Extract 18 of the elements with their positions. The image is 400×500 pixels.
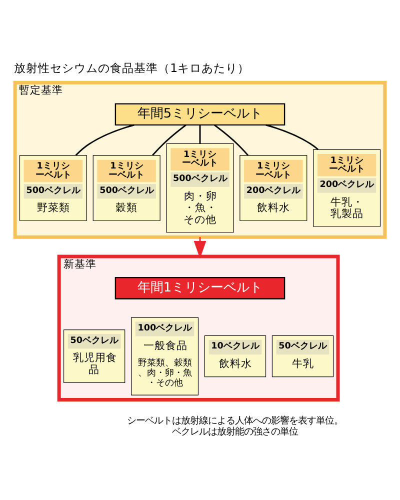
- node-box: 1ミリシーベルト 500ベクレル 穀類: [92, 155, 160, 221]
- connector: [266, 124, 319, 150]
- node-box: 1ミリシーベルト 500ベクレル 野菜類: [19, 155, 87, 221]
- node-box: 50ベクレル 牛乳: [272, 335, 334, 378]
- node-box: 年間1ミリシーベルト: [114, 277, 286, 300]
- node-box: 1ミリシーベルト 500ベクレル 肉・卵・魚・その他: [166, 143, 234, 233]
- connector: [75, 124, 134, 156]
- node-box: 1ミリシーベルト 200ベクレル 飲料水: [240, 155, 308, 221]
- node-box: 100ベクレル 一般食品 野菜類、穀類、肉・卵・魚・その他: [131, 317, 199, 396]
- diagram-title: 放射性セシウムの食品基準（1キロあたり）: [14, 61, 250, 76]
- node-box: 1ミリシーベルト 200ベクレル 牛乳・乳製品: [313, 149, 381, 227]
- connector: [199, 125, 201, 144]
- connector: [214, 124, 249, 156]
- node-box: 10ベクレル 飲料水: [204, 335, 266, 378]
- caption: シーベルトは放射線による人体への影響を表す単位。ベクレルは放射能の強さの単位: [127, 416, 344, 438]
- node-box: 50ベクレル 乳児用食品: [63, 330, 126, 383]
- node-box: 年間5ミリシーベルト: [114, 103, 286, 126]
- connector: [152, 124, 186, 156]
